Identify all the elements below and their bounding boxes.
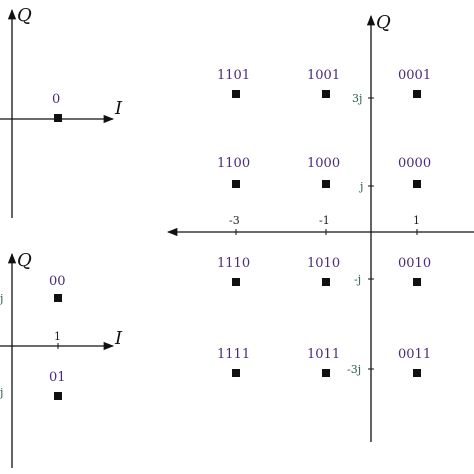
qam16-point-label: 0011 [398, 347, 431, 362]
ook-i-label: I [114, 98, 123, 119]
bpsk-i-label: I [114, 328, 123, 349]
qam16-q-tick-3j: 3j [352, 92, 362, 105]
qam16-point-label: 0001 [398, 68, 431, 83]
bpsk-q-tick-top: j [0, 292, 3, 305]
qam16-i-tick-neg3: -3 [229, 214, 240, 227]
qam16-point [232, 90, 240, 98]
qam16-point [322, 369, 330, 377]
ook-diagram: Q I 0 [0, 5, 123, 218]
bpsk-point-00-label: 00 [49, 274, 66, 289]
bpsk-q-label: Q [17, 250, 32, 271]
qam16-point [413, 90, 421, 98]
bpsk-diagram: Q I 1 j j 00 01 [0, 250, 123, 468]
bpsk-i-tick-1: 1 [54, 330, 61, 343]
qam16-diagram: Q -3 -1 1 3j j -j -3j 1101 1001 0001 110… [166, 12, 474, 442]
qam16-point-label: 0000 [398, 156, 431, 171]
qam16-i-tick-neg1: -1 [319, 214, 330, 227]
bpsk-point-01-label: 01 [49, 370, 66, 385]
bpsk-q-tick-bottom: j [0, 386, 3, 399]
qam16-point [322, 180, 330, 188]
qam16-point-label: 1111 [217, 347, 250, 362]
qam16-point-label: 1010 [307, 256, 340, 271]
qam16-point-label: 1101 [217, 68, 250, 83]
ook-point [54, 114, 62, 122]
ook-q-label: Q [17, 5, 32, 26]
qam16-point [232, 278, 240, 286]
qam16-point-label: 1100 [217, 156, 250, 171]
qam16-point [232, 369, 240, 377]
qam16-i-tick-1: 1 [413, 214, 420, 227]
qam16-point-label: 1011 [307, 347, 340, 362]
qam16-point-label: 0010 [398, 256, 431, 271]
qam16-point [232, 180, 240, 188]
bpsk-point-01 [54, 392, 62, 400]
qam16-point [322, 278, 330, 286]
qam16-q-label: Q [376, 12, 391, 33]
qam16-point-label: 1110 [217, 256, 250, 271]
qam16-point-label: 1001 [307, 68, 340, 83]
qam16-point [322, 90, 330, 98]
qam16-point [413, 369, 421, 377]
bpsk-point-00 [54, 294, 62, 302]
qam16-q-tick-negj: -j [354, 273, 361, 286]
qam16-point [413, 180, 421, 188]
qam16-q-tick-neg3j: -3j [347, 363, 361, 376]
qam16-q-tick-j: j [358, 180, 363, 193]
qam16-point [413, 278, 421, 286]
ook-point-label: 0 [52, 92, 60, 107]
qam16-point-label: 1000 [307, 156, 340, 171]
